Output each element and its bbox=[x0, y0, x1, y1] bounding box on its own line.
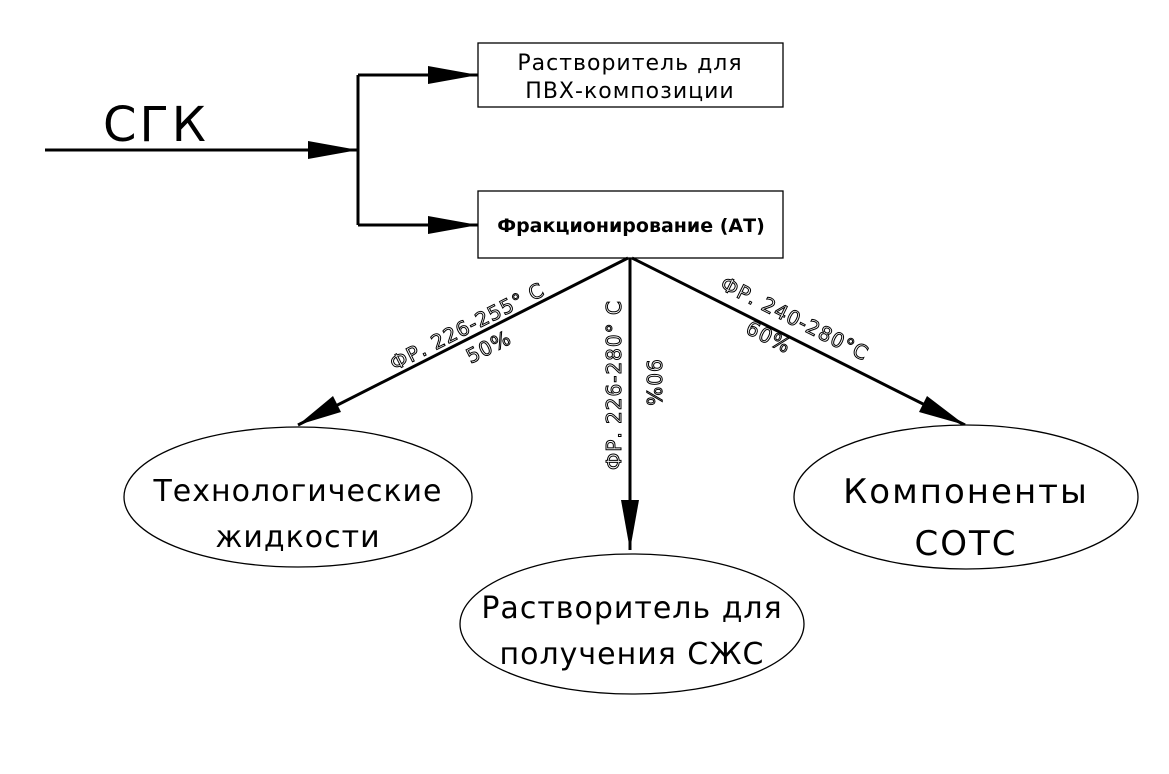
sots-components-line2: СОТС bbox=[914, 524, 1017, 564]
arrow-to-fractionation bbox=[358, 216, 478, 234]
middle-fraction-label: ФР. 226-280° С bbox=[602, 300, 626, 470]
sots-components-node: Компоненты СОТС bbox=[793, 424, 1139, 570]
sots-components-line1: Компоненты bbox=[843, 472, 1089, 512]
tech-fluids-line2: жидкости bbox=[215, 520, 380, 555]
left-branch-annotation: ФР. 226-255° С 50% bbox=[385, 277, 548, 376]
arrow-to-solvent-pvc bbox=[358, 66, 478, 84]
feed-line bbox=[45, 141, 358, 159]
source-label: СГК bbox=[103, 97, 209, 153]
left-fraction-label: ФР. 226-255° С bbox=[386, 277, 548, 375]
fractionation-label: Фракционирование (АТ) bbox=[497, 215, 765, 237]
right-branch-annotation: ФР. 240-280°С 60% bbox=[716, 271, 873, 366]
right-fraction-label: ФР. 240-280°С bbox=[717, 271, 873, 365]
solvent-szhs-node: Растворитель для получения СЖС bbox=[459, 553, 805, 695]
solvent-szhs-line2: получения СЖС bbox=[500, 637, 765, 672]
middle-branch-annotation: ФР. 226-280° С bbox=[602, 300, 627, 471]
middle-yield-annotation: 90% bbox=[642, 359, 667, 407]
fractionation-box: Фракционирование (АТ) bbox=[477, 190, 784, 259]
tech-fluids-node: Технологические жидкости bbox=[123, 426, 473, 568]
solvent-pvc-box: Растворитель для ПВХ-композиции bbox=[477, 42, 784, 108]
middle-yield-label: 90% bbox=[642, 359, 666, 406]
solvent-szhs-line1: Растворитель для bbox=[481, 591, 782, 626]
arrow-to-solvent-szhs bbox=[621, 258, 639, 550]
tech-fluids-line1: Технологические bbox=[152, 474, 442, 509]
arrow-to-sots-components bbox=[631, 256, 966, 427]
arrow-to-tech-fluids bbox=[297, 256, 629, 427]
solvent-pvc-line1: Растворитель для bbox=[517, 51, 742, 76]
solvent-pvc-line2: ПВХ-композиции bbox=[525, 79, 734, 104]
